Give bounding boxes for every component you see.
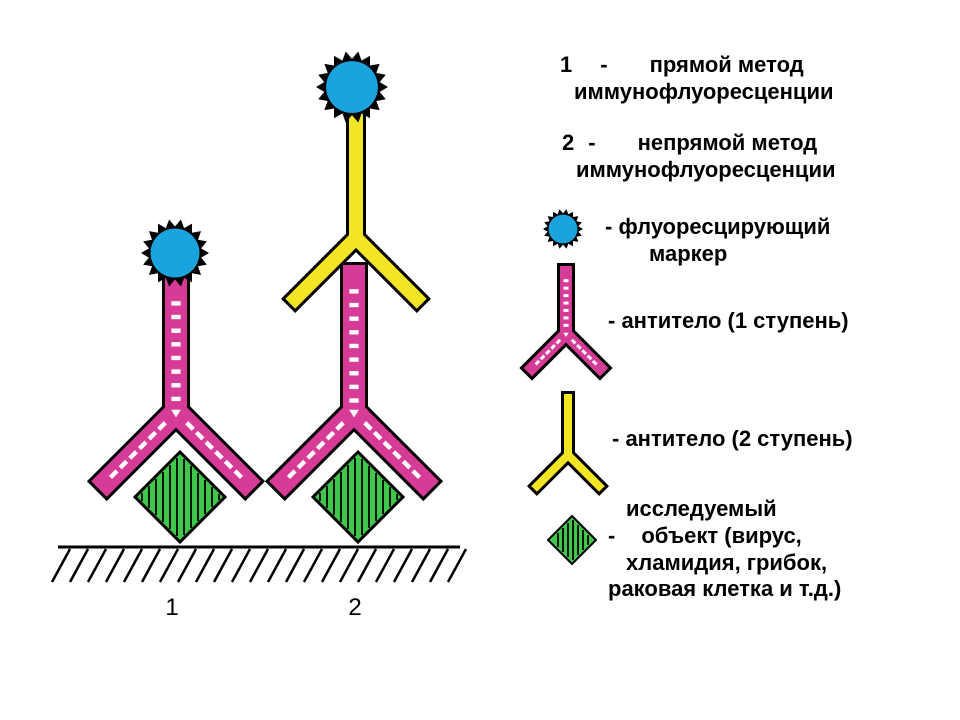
antibody-primary-2: [264, 262, 444, 502]
fluorescent-marker-1: [141, 219, 209, 287]
ground-label-2: 2: [348, 594, 361, 621]
antibody-secondary-2: [281, 104, 431, 313]
structure-direct: 1: [86, 219, 266, 621]
legend-antibody1: - антитело (1 ступень): [608, 308, 849, 333]
legend-method2: 2-непрямой метод иммунофлуоресценции: [562, 130, 836, 182]
fluorescent-marker-icon: [543, 209, 583, 249]
antibody-secondary-icon: [526, 391, 610, 497]
antigen-object-1: [132, 449, 228, 545]
ground-label-1: 1: [165, 594, 178, 621]
legend-method2-subtitle: иммунофлуоресценции: [576, 156, 836, 182]
legend-marker: - флуоресцирующий маркер: [605, 214, 831, 266]
ground-surface: [50, 545, 468, 583]
legend-method1-title: прямой метод: [649, 52, 804, 77]
antibody-primary-icon: [519, 263, 613, 381]
fluorescent-marker-2: [316, 51, 388, 123]
antigen-object-2: [310, 449, 406, 545]
structure-indirect: 2: [264, 51, 444, 621]
legend-method1-number: 1: [560, 52, 573, 77]
legend-object: исследуемый -объект (вирус, хламидия, гр…: [608, 496, 842, 602]
legend-antibody2: - антитело (2 ступень): [612, 426, 853, 451]
legend-method2-number: 2: [562, 130, 575, 155]
antigen-object-icon: [546, 514, 598, 566]
legend-method1-subtitle: иммунофлуоресценции: [574, 78, 834, 104]
antibody-primary-1: [86, 274, 266, 502]
legend-method1: 1-прямой метод иммунофлуоресценции: [560, 52, 834, 104]
legend-method2-title: непрямой метод: [637, 130, 818, 155]
